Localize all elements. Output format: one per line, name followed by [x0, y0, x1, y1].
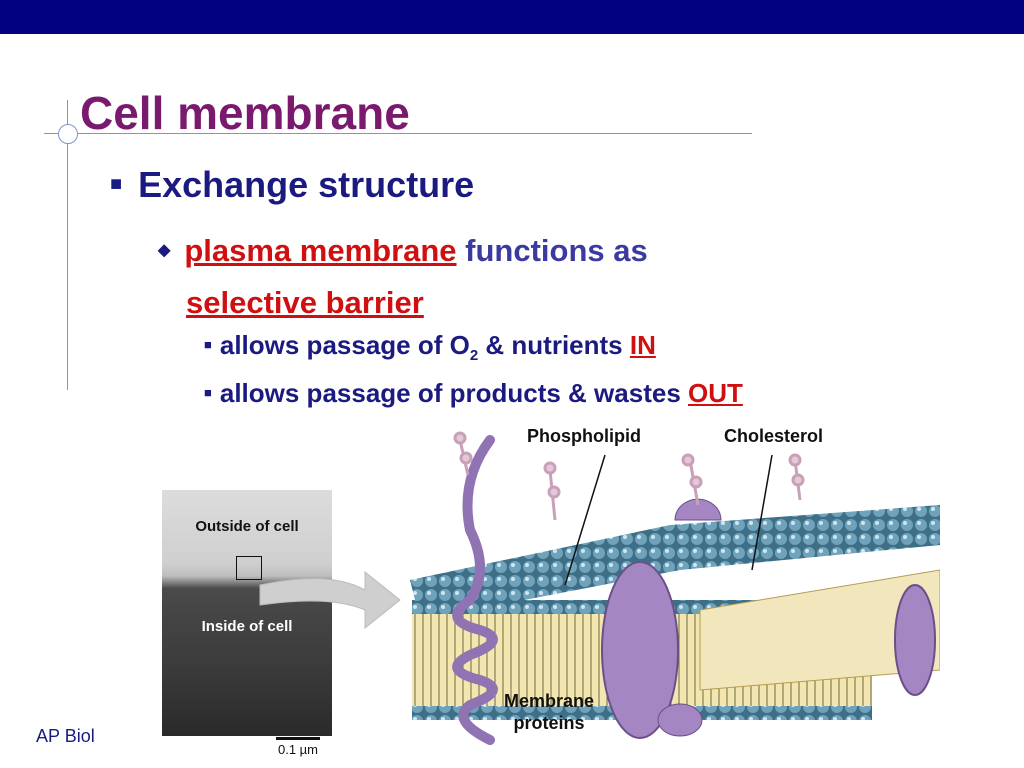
bullet-level1: ■ Exchange structure [110, 164, 474, 206]
small-square-bullet-icon: ■ [204, 385, 212, 400]
scale-bar-line [276, 737, 320, 740]
inside-label: Inside of cell [201, 618, 293, 635]
subscript: 2 [469, 347, 479, 365]
phospholipid-label: Phospholipid [527, 426, 641, 446]
micrograph: Outside of cell Inside of cell [162, 490, 332, 736]
small-square-bullet-icon: ■ [204, 337, 212, 352]
footer-course-label: AP Biol [36, 726, 95, 746]
bilayer-interior [699, 569, 940, 691]
bullet-level3-out: ■ allows passage of products & wastes OUT [204, 378, 743, 409]
term-selective-barrier: selective barrier [186, 285, 424, 320]
alpha-helix-protein [452, 435, 498, 745]
carbohydrate-chains [453, 431, 805, 521]
emphasis-out: OUT [688, 378, 743, 408]
bullet-text: & nutrients [478, 330, 630, 360]
top-bar [0, 0, 1024, 34]
phospholipid-pointer [564, 454, 606, 586]
outside-label: Outside of cell [195, 518, 299, 535]
cholesterol-label: Cholesterol [724, 426, 824, 446]
cholesterol-pointer [751, 454, 773, 571]
zoom-box [236, 556, 262, 580]
square-bullet-icon: ■ [110, 173, 123, 195]
scale-label: 0.1 µm [277, 742, 318, 757]
bullet-text: allows passage of products & wastes [219, 378, 688, 408]
surface-protein [674, 498, 722, 521]
rule-circle-ornament [58, 124, 78, 144]
bullet-text: allows passage of O [219, 330, 470, 360]
membrane-diagram [410, 431, 940, 745]
membrane-proteins-label: Membrane proteins [504, 690, 594, 734]
bullet-text: functions as [456, 233, 648, 268]
label-line1: Membrane [504, 691, 595, 711]
bullet-text: Exchange structure [138, 164, 475, 205]
scale-bar: 0.1 µm [268, 737, 328, 757]
lipid-head-surface [410, 505, 940, 620]
diamond-bullet-icon: ◆ [158, 242, 171, 259]
term-plasma-membrane: plasma membrane [184, 233, 457, 268]
slide-title: Cell membrane [80, 87, 410, 139]
vertical-rule [67, 100, 68, 390]
emphasis-in: IN [629, 330, 656, 360]
title-rule [44, 133, 752, 134]
peripheral-protein [657, 703, 703, 737]
bullet-level2: ◆ plasma membrane functions as selective … [158, 228, 648, 326]
transmembrane-protein [601, 561, 679, 739]
protein-right [894, 584, 936, 696]
label-line2: proteins [513, 713, 585, 733]
zoom-arrow [259, 570, 401, 630]
bullet-level3-in: ■ allows passage of O2 & nutrients IN [204, 330, 656, 364]
